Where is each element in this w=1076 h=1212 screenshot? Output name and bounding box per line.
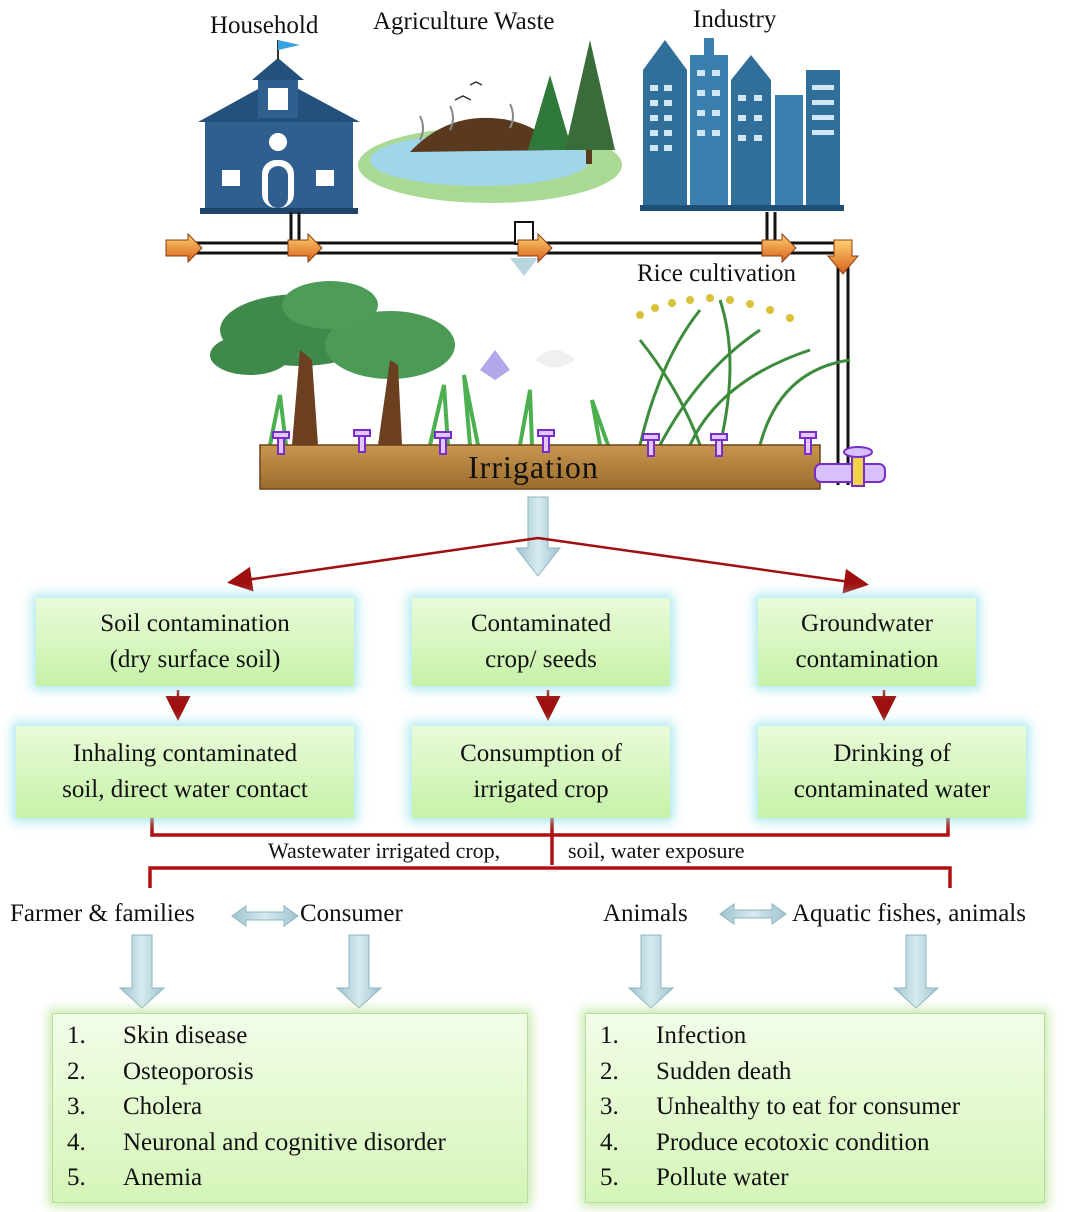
drinking-line1: Drinking of: [833, 740, 951, 767]
human-effects-box: 1. Skin disease 2. Osteoporosis 3. Cholera 4. N…: [52, 1013, 528, 1203]
consumption-crop-box: Consumption of irrigated crop: [412, 726, 670, 818]
animal-effects-box: 1. Infection 2. Sudden death 3. Unhealthy to …: [585, 1013, 1045, 1203]
pathway-caption-left: Wastewater irrigated crop,: [268, 838, 501, 863]
agriculture-waste-label: Agriculture Waste: [373, 8, 555, 35]
human-effect-item-number: 5.: [67, 1164, 86, 1191]
inhaling-soil-box: Inhaling contaminated soil, direct water …: [16, 726, 354, 818]
human-effect-item-text: Neuronal and cognitive disorder: [123, 1128, 446, 1156]
animal-effect-item-text: Pollute water: [656, 1164, 789, 1191]
rice-cultivation-label: Rice cultivation: [637, 260, 796, 287]
human-effect-item-text: Osteoporosis: [123, 1057, 254, 1085]
red-diverging-arrows: [227, 536, 869, 594]
human-effect-item-number: 4.: [67, 1128, 86, 1156]
contaminated-crop-line1: Contaminated: [470, 610, 612, 637]
human-effect-item-number: 1.: [67, 1022, 86, 1049]
source-pipes: [170, 212, 850, 485]
pathway-bracket: [148, 818, 952, 888]
human-effect-item-number: 3.: [67, 1093, 86, 1120]
household-label: Household: [210, 12, 319, 39]
aquatic-label: Aquatic fishes, animals: [792, 900, 1026, 927]
animal-effect-item-text: Unhealthy to eat for consumer: [656, 1093, 961, 1120]
agri-drop-arrow: [510, 258, 538, 276]
groundwater-line2: contamination: [795, 646, 939, 673]
sprinkler-icons: [272, 429, 817, 457]
block-down-arrows: [118, 934, 940, 1009]
irrigation-soil-bed: [259, 444, 821, 490]
human-effect-item-text: Cholera: [123, 1093, 203, 1120]
industry-label: Industry: [693, 6, 777, 33]
animal-effect-item-number: 3.: [600, 1093, 619, 1120]
flow-arrows: [165, 232, 860, 275]
soil-contamination-line2: (dry surface soil): [109, 646, 281, 673]
household-building-icon: [198, 40, 360, 214]
groundwater-contamination-box: Groundwater contamination: [758, 598, 976, 686]
human-effect-item-number: 2.: [67, 1057, 86, 1085]
inhaling-line2: soil, direct water contact: [62, 776, 308, 803]
irrigation-down-arrow: [514, 496, 562, 577]
human-effect-item-text: Skin disease: [123, 1022, 248, 1049]
contaminated-crop-box: Contaminated crop/ seeds: [412, 598, 670, 686]
animals-label: Animals: [603, 900, 688, 927]
double-arrows: [231, 903, 787, 927]
pipe-valve-icon: [814, 446, 886, 487]
trees-and-plants-illustration: [210, 281, 851, 446]
consumption-line1: Consumption of: [460, 740, 622, 767]
irrigation-label: Irrigation: [468, 449, 599, 485]
industry-buildings-icon: [640, 38, 844, 211]
animal-effect-item-text: Produce ecotoxic condition: [656, 1128, 930, 1156]
soil-contamination-box: Soil contamination (dry surface soil): [36, 598, 354, 686]
animal-effect-item-number: 5.: [600, 1164, 619, 1191]
animal-effect-item-text: Infection: [656, 1022, 747, 1049]
agriculture-waste-icon: [358, 40, 622, 203]
animal-effect-item-number: 1.: [600, 1022, 619, 1049]
inhaling-line1: Inhaling contaminated: [72, 740, 298, 767]
farmer-families-label: Farmer & families: [10, 900, 195, 927]
red-down-arrows: [165, 690, 897, 721]
groundwater-line1: Groundwater: [801, 610, 933, 637]
consumption-line2: irrigated crop: [473, 776, 609, 803]
animal-effect-item-number: 2.: [600, 1057, 619, 1085]
pathway-caption-right: soil, water exposure: [568, 838, 745, 863]
animal-effect-item-text: Sudden death: [656, 1057, 792, 1085]
animal-effect-item-number: 4.: [600, 1128, 619, 1156]
drinking-water-box: Drinking of contaminated water: [758, 726, 1026, 818]
contaminated-crop-line2: crop/ seeds: [485, 646, 597, 673]
consumer-label: Consumer: [300, 900, 403, 927]
human-effect-item-text: Anemia: [123, 1164, 203, 1191]
soil-contamination-line1: Soil contamination: [100, 610, 290, 637]
drinking-line2: contaminated water: [793, 776, 991, 803]
